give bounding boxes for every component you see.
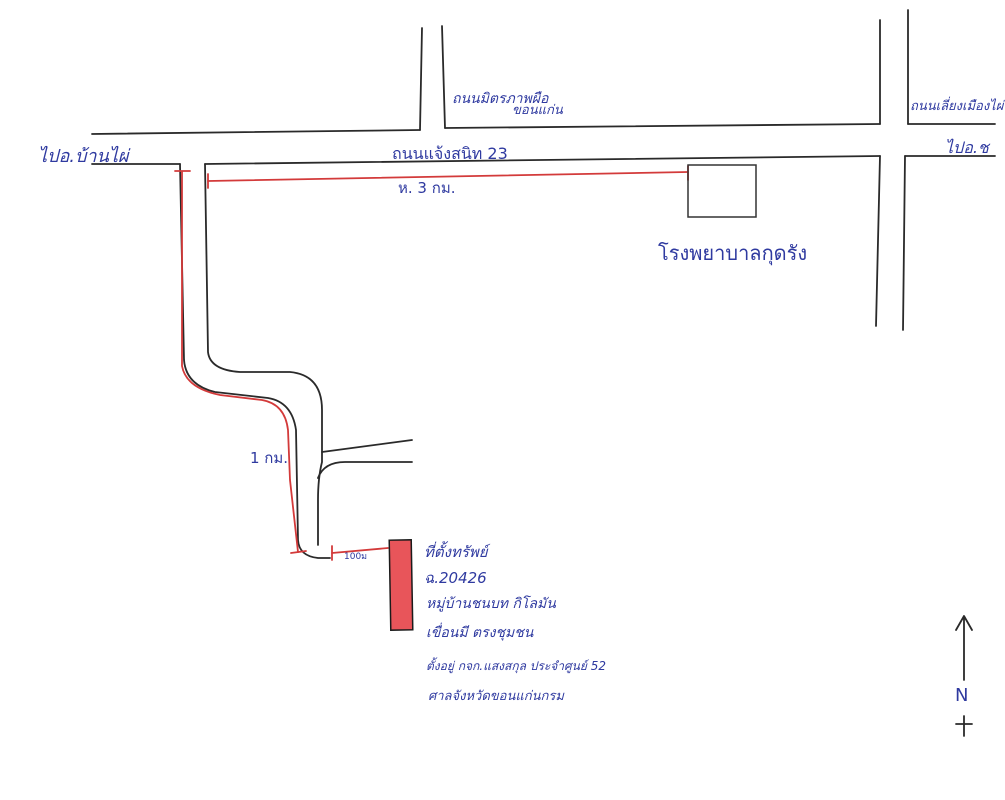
measure-1km-tick-bottom [290,550,307,554]
right-road-left-edge-bottom [875,155,881,327]
branch-road-bottom-edge [317,461,413,479]
label-to-right: ไปอ.ช [945,138,989,157]
measure-100m-line [331,547,389,554]
label-right-road: ถนนเลี่ยงเมืองไผ่ [910,99,1004,114]
label-hospital: โรงพยาบาลกุดรัง [658,241,808,265]
north-road-right-edge [441,25,446,129]
label-distance-3km: ห. 3 กม. [398,179,456,197]
side-road-right-edge [204,163,323,546]
hospital-building [687,164,757,218]
label-to-ban-phai: ไปอ.บ้านไผ่ [38,146,129,167]
label-north-road-top: ถนนมิตรภาพผือ [452,91,549,107]
property-line-1: ที่ตั้งทรัพย์ [424,543,488,561]
label-main-road: ถนนแจ้งสนิท 23 [392,144,508,163]
branch-road-top-edge [321,439,413,453]
label-distance-100m: 100ม [344,552,368,562]
north-letter: N [955,685,969,706]
main-road-top-edge-2 [444,123,881,129]
main-road-bottom-edge-2 [204,155,881,165]
north-arrow-icon [955,615,973,681]
measure-3km-line [207,171,689,182]
property-line-5: ตั้งอยู่ กจก.แสงสกุล ประจำศูนย์ 52 [426,659,606,673]
property-line-6: ศาลจังหวัดขอนแก่นกรม [428,689,564,704]
north-arrow-base-icon [955,715,973,737]
label-north-road-bottom: ขอนแก่น [512,103,563,118]
side-road-left-edge [179,163,331,559]
measure-1km-line [181,171,299,553]
property-line-4: เขื่อนมี ตรงชุมชน [426,625,534,641]
label-distance-1km: 1 กม. [250,449,289,467]
property-line-3: หมู่บ้านชนบท กิโลมัน [426,596,556,612]
north-road-left-edge [419,27,423,131]
property-line-2: ฉ.20426 [424,569,487,587]
property-plot [388,539,414,631]
right-road-right-edge-bottom [902,155,906,331]
main-road-top-edge [91,129,421,135]
